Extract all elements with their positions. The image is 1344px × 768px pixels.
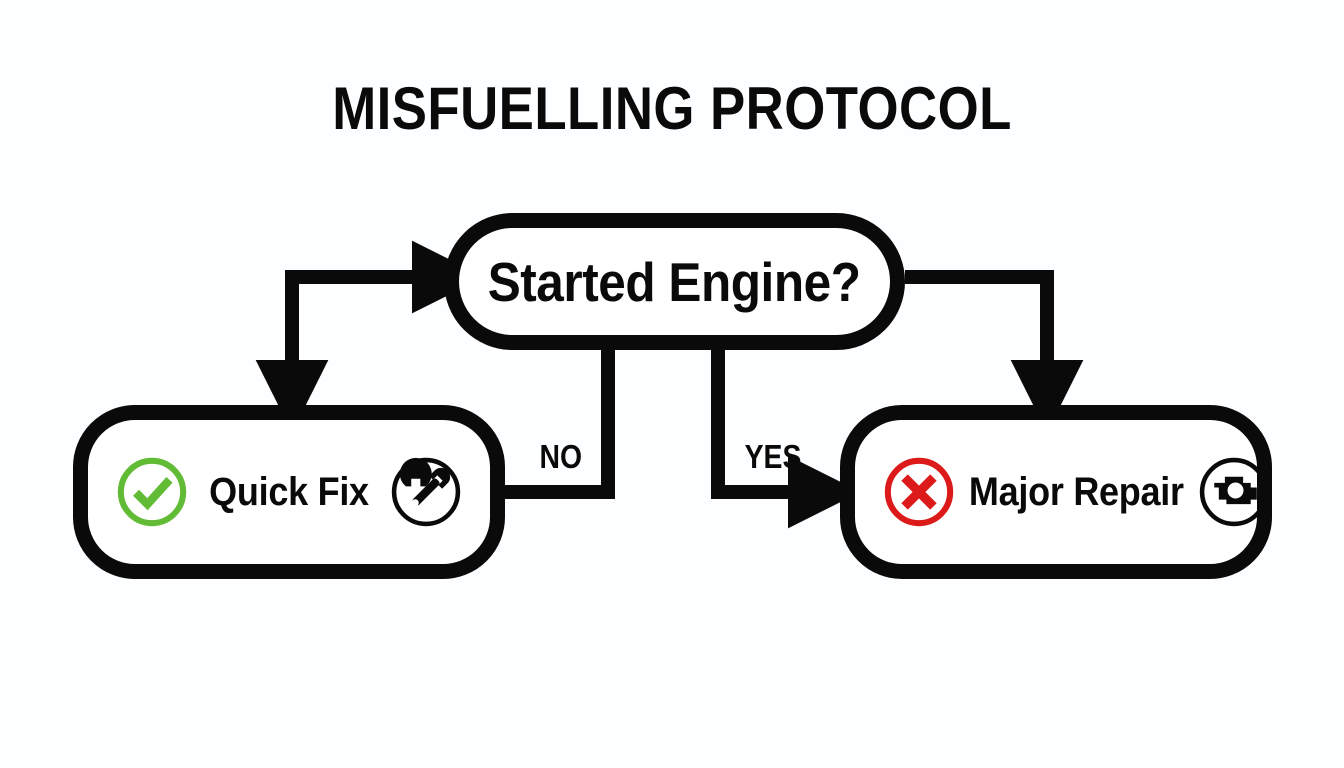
connector-branch-yes (711, 350, 861, 529)
page-title: MISFUELLING PROTOCOL (332, 75, 1012, 142)
connector-outflow-right (905, 270, 1084, 433)
connector-inflow-left (255, 240, 485, 433)
branch-label-no: NO (539, 438, 583, 475)
outcome-node-quick-fix[interactable]: Quick Fix (73, 405, 505, 579)
connector-branch-no (500, 350, 615, 499)
check-circle-icon (114, 454, 190, 530)
decision-node-label: Started Engine? (488, 250, 861, 313)
engine-circle-icon (1196, 454, 1272, 530)
outcome-label-quick-fix: Quick Fix (209, 469, 369, 514)
x-circle-icon (881, 454, 957, 530)
branch-label-yes: YES (744, 438, 802, 475)
decision-node-started-engine[interactable]: Started Engine? (444, 213, 905, 350)
wrench-circle-icon (388, 454, 464, 530)
outcome-node-major-repair[interactable]: Major Repair (840, 405, 1272, 579)
outcome-label-major-repair: Major Repair (968, 469, 1184, 514)
